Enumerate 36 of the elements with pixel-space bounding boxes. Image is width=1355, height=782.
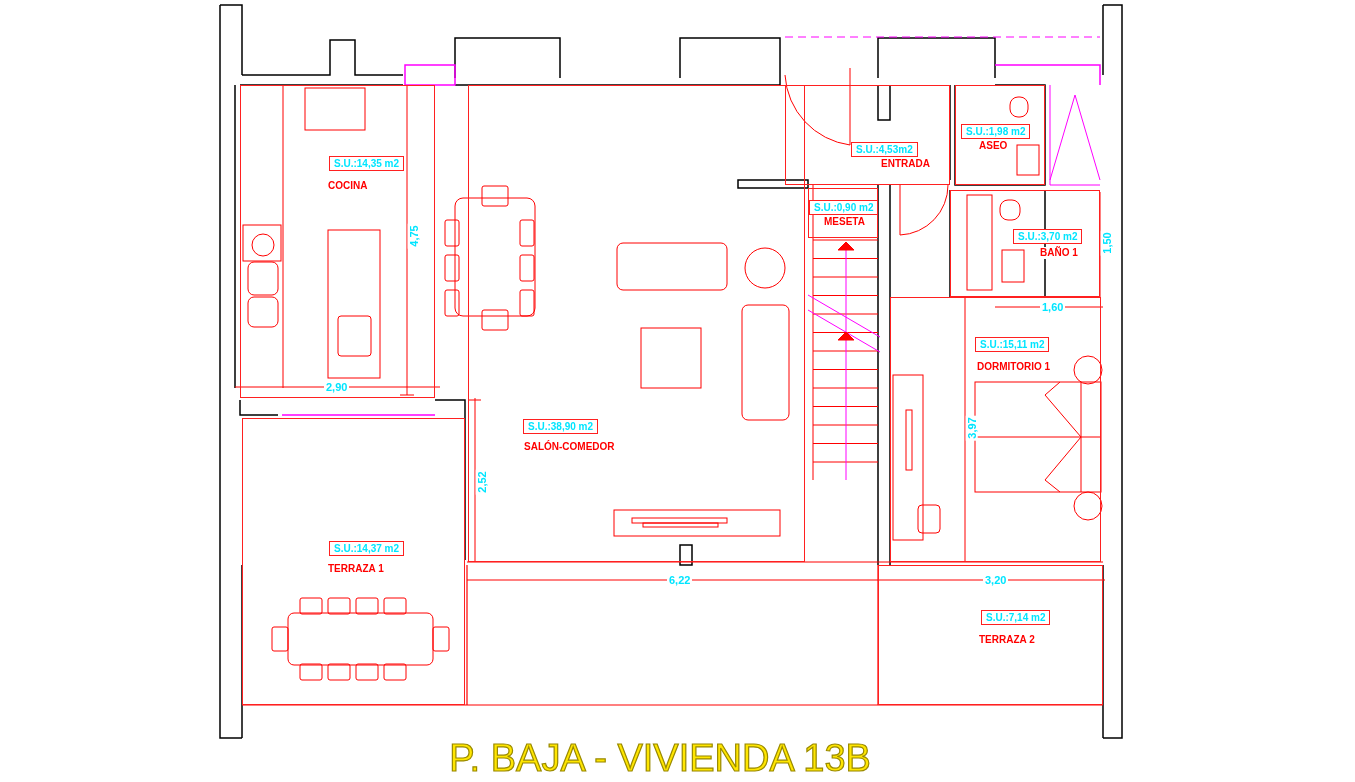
- dimension-label: 2,90: [324, 381, 350, 393]
- area-label: S.U.:14,37 m2: [329, 541, 405, 556]
- room-area: [785, 85, 950, 185]
- room-name: SALÓN-COMEDOR: [523, 441, 616, 453]
- dimension-label: 3,20: [983, 574, 1009, 586]
- room-name: ENTRADA: [880, 158, 931, 170]
- room-name: TERRAZA 2: [978, 634, 1036, 646]
- dimension-label: 3,97: [965, 415, 978, 441]
- room-area: [808, 188, 878, 238]
- area-label: S.U.:1,98 m2: [961, 124, 1031, 139]
- dimension-label: 6,22: [667, 574, 693, 586]
- dimension-label: 1,50: [1100, 230, 1113, 256]
- area-label: S.U.:0,90 m2: [809, 200, 879, 215]
- room-area: [878, 565, 1103, 705]
- room-area: [240, 85, 435, 398]
- area-label: S.U.:38,90 m2: [523, 419, 599, 434]
- room-name: ASEO: [978, 140, 1009, 152]
- room-name: BAÑO 1: [1039, 247, 1079, 259]
- area-label: S.U.:15,11 m2: [975, 337, 1050, 352]
- plan-title: P. BAJA - VIVIENDA 13B: [448, 738, 872, 778]
- room-name: MESETA: [823, 216, 866, 228]
- room-area: [242, 418, 465, 705]
- room-name: TERRAZA 1: [327, 563, 385, 575]
- dimension-label: 1,60: [1040, 301, 1066, 313]
- area-label: S.U.:3,70 m2: [1013, 229, 1083, 244]
- area-label: S.U.:4,53m2: [851, 142, 918, 157]
- room-name: COCINA: [327, 180, 369, 192]
- area-label: S.U.:7,14 m2: [981, 610, 1051, 625]
- room-area: [950, 190, 1100, 297]
- area-label: S.U.:14,35 m2: [329, 156, 405, 171]
- room-name: DORMITORIO 1: [976, 361, 1052, 373]
- dimension-label: 2,52: [475, 469, 488, 495]
- dimension-label: 4,75: [407, 223, 420, 249]
- room-area: [468, 85, 805, 562]
- room-area: [890, 297, 1101, 562]
- room-area: [955, 85, 1045, 185]
